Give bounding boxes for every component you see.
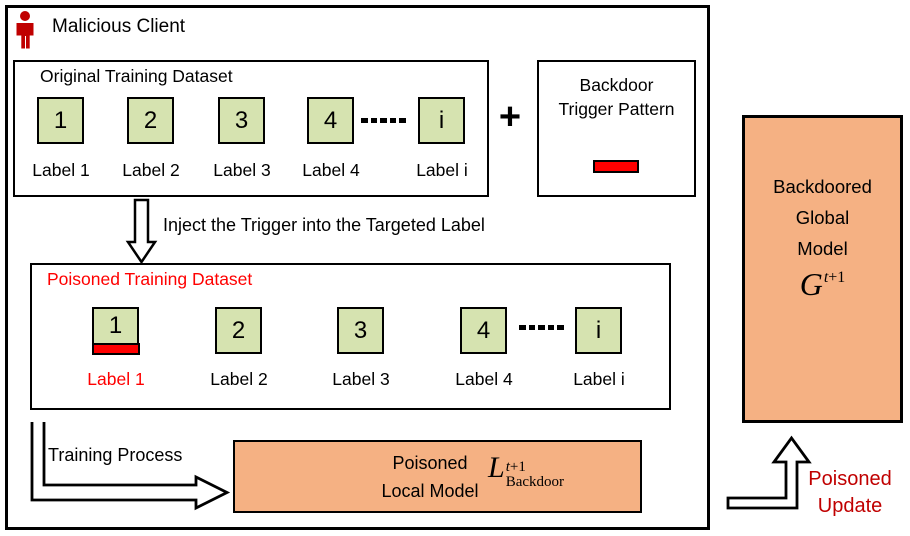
malicious-client-title: Malicious Client xyxy=(52,16,186,37)
trigger-title-line1: Backdoor xyxy=(579,75,654,95)
ellipsis-dashes xyxy=(519,325,564,330)
poisoned-item-3: 3 xyxy=(337,307,384,354)
poisoned-item-4: 4 xyxy=(460,307,507,354)
poisoned-item-i: i xyxy=(575,307,622,354)
trigger-pattern-box: Backdoor Trigger Pattern xyxy=(537,60,696,197)
person-icon xyxy=(16,11,34,49)
dataset-label-4: Label 4 xyxy=(302,160,360,180)
dataset-item-value: 4 xyxy=(476,316,491,344)
poisoned-label-4: Label 4 xyxy=(455,369,513,389)
backdoored-global-model-box: Backdoored Global Model Gt+1 xyxy=(742,115,903,423)
formula-superscript-rest: +1 xyxy=(828,269,846,286)
dataset-label-i: Label i xyxy=(416,160,468,180)
poisoned-dataset-title: Poisoned Training Dataset xyxy=(47,269,253,289)
ellipsis-dashes xyxy=(361,118,406,123)
dataset-item-value: 1 xyxy=(108,311,123,339)
dataset-item-i: i xyxy=(418,97,465,144)
global-model-formula: Gt+1 xyxy=(745,266,900,303)
dataset-label-3: Label 3 xyxy=(213,160,271,180)
global-model-title: Backdoored Global Model xyxy=(745,171,900,264)
formula-superscript-rest: +1 xyxy=(509,459,526,475)
local-model-title-line2: Local Model xyxy=(381,481,479,501)
dataset-item-value: 1 xyxy=(53,106,68,134)
dataset-item-value: 2 xyxy=(231,316,246,344)
dataset-label-2: Label 2 xyxy=(122,160,180,180)
dataset-item-1: 1 xyxy=(37,97,84,144)
trigger-pattern-title: Backdoor Trigger Pattern xyxy=(539,73,694,121)
local-model-title: Poisoned Local Model xyxy=(305,449,555,505)
dataset-label-1: Label 1 xyxy=(32,160,90,180)
dataset-item-value: 3 xyxy=(234,106,249,134)
trigger-title-line2: Trigger Pattern xyxy=(558,99,675,119)
dataset-item-value: i xyxy=(438,106,445,134)
poisoned-item-1: 1 xyxy=(91,307,140,355)
poisoned-label-i: Label i xyxy=(573,369,625,389)
training-process-label: Training Process xyxy=(48,445,183,465)
original-dataset-box: Original Training Dataset xyxy=(13,60,489,197)
dataset-item-2: 2 xyxy=(127,97,174,144)
poisoned-item-2: 2 xyxy=(215,307,262,354)
dataset-item-3: 3 xyxy=(218,97,265,144)
injected-trigger-strip xyxy=(91,342,140,355)
dataset-item-value: 3 xyxy=(353,316,368,344)
global-model-title-line3: Model xyxy=(797,238,848,259)
formula-superscript-var: t xyxy=(505,459,510,475)
inject-label: Inject the Trigger into the Targeted Lab… xyxy=(163,215,485,235)
formula-superscript-var: t xyxy=(823,269,829,286)
plus-sign: + xyxy=(498,96,522,138)
dataset-item-4: 4 xyxy=(307,97,354,144)
poisoned-label-1: Label 1 xyxy=(87,369,145,389)
poisoned-update-line1: Poisoned xyxy=(808,468,892,490)
inject-arrow xyxy=(125,198,158,265)
global-model-title-line1: Backdoored xyxy=(773,176,872,197)
poisoned-update-label: Poisoned Update xyxy=(797,466,903,520)
local-model-title-line1: Poisoned xyxy=(392,453,468,473)
formula-subscript: Backdoor xyxy=(505,474,565,490)
poisoned-update-line2: Update xyxy=(817,495,883,517)
training-process-arrow xyxy=(30,422,231,511)
poisoned-label-3: Label 3 xyxy=(332,369,390,389)
malicious-client-box xyxy=(5,5,710,530)
trigger-pattern-swatch xyxy=(593,160,639,173)
poisoned-label-2: Label 2 xyxy=(210,369,268,389)
formula-base: G xyxy=(799,266,823,302)
global-model-title-line2: Global xyxy=(795,207,850,228)
dataset-item-value: 4 xyxy=(323,106,338,134)
dataset-item-value: i xyxy=(595,316,602,344)
original-dataset-title: Original Training Dataset xyxy=(40,66,233,86)
dataset-item-value: 2 xyxy=(143,106,158,134)
poisoned-update-arrow xyxy=(726,435,812,510)
formula-base: L xyxy=(488,451,505,484)
